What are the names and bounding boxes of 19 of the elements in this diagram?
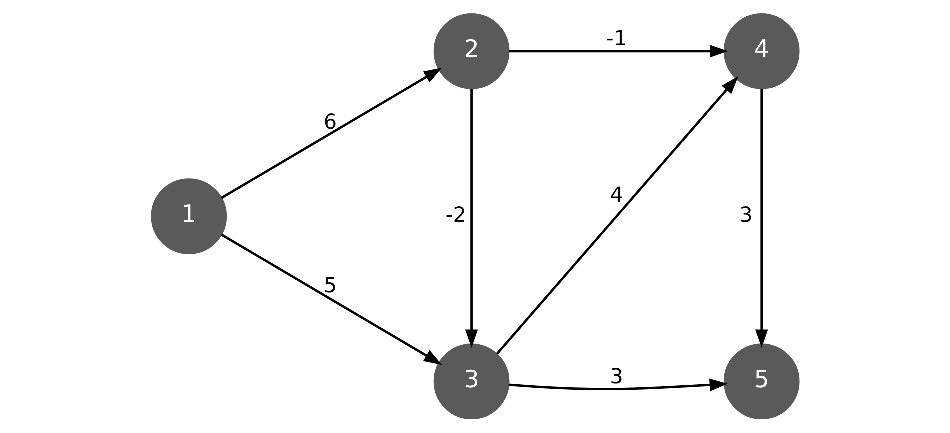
edge-label: 6 <box>323 110 337 134</box>
edge-label: -2 <box>445 203 466 228</box>
arrow <box>220 234 442 366</box>
arrow <box>508 45 728 58</box>
arrow <box>464 88 478 348</box>
arrow <box>508 378 728 392</box>
node-circle: 2 <box>433 13 510 90</box>
edge-label: 3 <box>739 203 752 228</box>
arrow <box>496 76 738 355</box>
node-circle: 1 <box>150 178 227 254</box>
node-circle: 3 <box>433 344 510 420</box>
edge-label: 5 <box>323 274 337 298</box>
edge-label: 3 <box>610 364 623 388</box>
node-circle: 5 <box>723 344 800 420</box>
arrow <box>755 88 768 348</box>
arrow <box>220 68 442 200</box>
edge-label: 4 <box>610 182 623 207</box>
node-circle: 4 <box>723 13 800 90</box>
edge-label: -1 <box>606 26 627 51</box>
